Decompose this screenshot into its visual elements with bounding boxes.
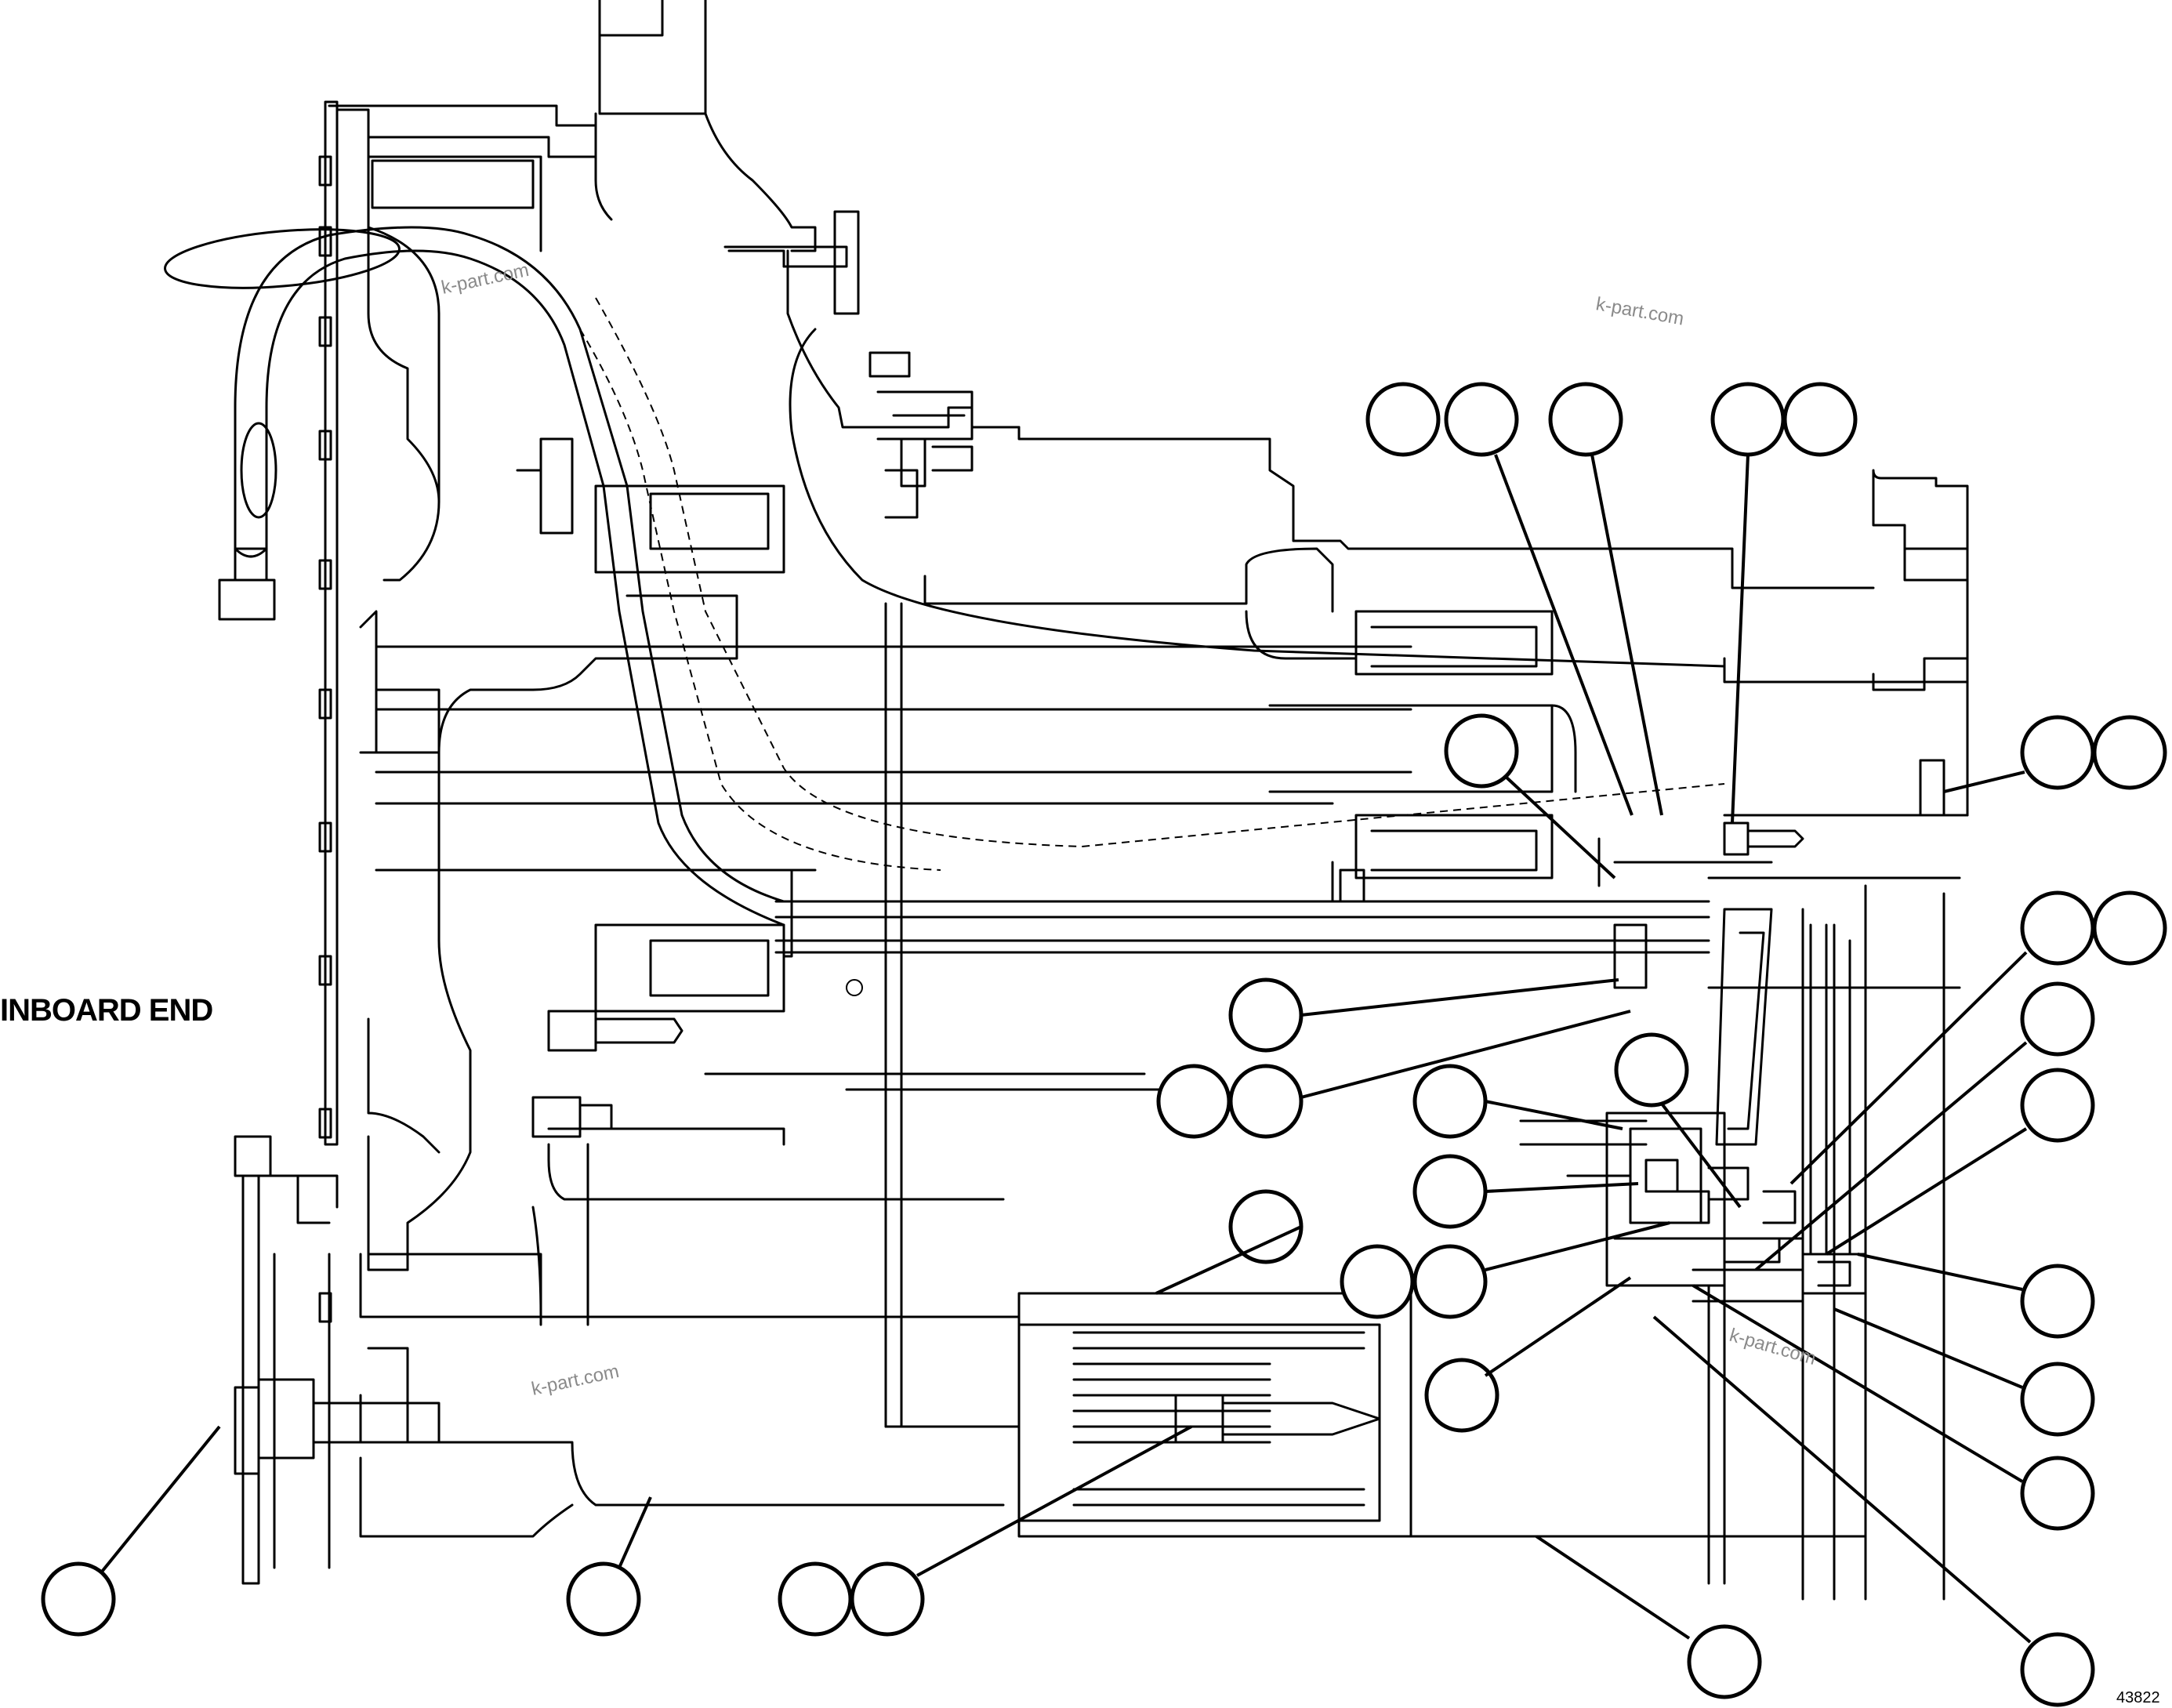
callout-balloon (1340, 1244, 1415, 1319)
callout-balloon (2020, 890, 2095, 966)
callout-balloon (2020, 715, 2095, 790)
callout-balloon (1782, 382, 1858, 457)
callout-balloon (1156, 1064, 1231, 1139)
mainshaft-assembly (594, 484, 1961, 1538)
callout-balloon (566, 1561, 641, 1637)
figure-number: 43822 (2116, 1689, 2160, 1706)
callout-balloon (1228, 977, 1304, 1053)
callout-balloon (2020, 1362, 2095, 1437)
callout-balloon (1412, 1244, 1488, 1319)
hydraulic-tube (164, 226, 1725, 927)
callout-balloon (41, 1561, 116, 1637)
watermark: k-part.com (530, 1361, 621, 1400)
watermark: k-part.com (1594, 293, 1685, 329)
callout-balloon (1228, 1064, 1304, 1139)
callout-balloon (2092, 890, 2167, 966)
housing-outline (324, 0, 1969, 1601)
leader-lines (100, 454, 2032, 1644)
callout-balloon (1710, 382, 1786, 457)
callout-balloon (1412, 1064, 1488, 1139)
callout-balloon (850, 1561, 925, 1637)
callout-balloon (2020, 1264, 2095, 1339)
callout-balloon (1365, 382, 1441, 457)
callout-balloon (2020, 1068, 2095, 1143)
callout-balloon (2020, 981, 2095, 1057)
callout-balloon (1424, 1358, 1499, 1433)
callout-balloon (2020, 1456, 2095, 1531)
callout-balloon (1444, 382, 1519, 457)
callouts (41, 382, 2167, 1707)
callout-balloon (1548, 382, 1623, 457)
inboard-end-label: INBOARD END (0, 993, 212, 1028)
front-plate-bolts (218, 155, 441, 1585)
callout-balloon (1614, 1032, 1689, 1108)
callout-balloon (1412, 1154, 1488, 1229)
callout-balloon (1444, 713, 1519, 789)
callout-balloon (2092, 715, 2167, 790)
callout-balloon (778, 1561, 853, 1637)
callout-balloon (1687, 1624, 1762, 1699)
callout-balloon (1228, 1189, 1304, 1264)
callout-balloon (2020, 1632, 2095, 1707)
